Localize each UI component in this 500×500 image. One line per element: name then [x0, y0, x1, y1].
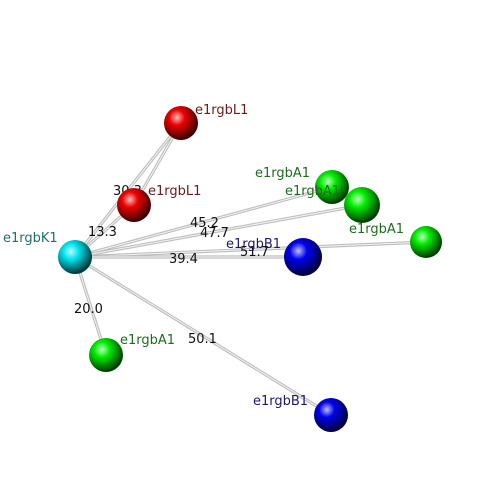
atom-label-l1a: e1rgbL1 [195, 103, 248, 118]
atom-sphere-a1c [410, 226, 442, 258]
distance-label: 51.7 [240, 245, 269, 260]
atom-label-b1a: e1rgbB1 [226, 237, 281, 252]
distance-label: 39.4 [169, 252, 198, 267]
atom-label-a1b: e1rgbA1 [285, 184, 340, 199]
bond-line-highlight [74, 204, 363, 258]
bond-lines [73, 122, 427, 417]
atom-label-k1: e1rgbK1 [3, 231, 58, 246]
atom-label-a1d: e1rgbA1 [120, 333, 175, 348]
atom-sphere-b1a [284, 238, 322, 276]
atom-sphere-l1a [164, 106, 198, 140]
atom-spheres [58, 106, 442, 432]
atom-sphere-a1b [344, 187, 380, 223]
bond-line-highlight [74, 186, 333, 258]
distance-labels: 13.345.247.751.739.420.050.130.3 [74, 184, 269, 347]
atom-label-a1a: e1rgbA1 [255, 166, 310, 181]
atom-sphere-b1b [314, 398, 348, 432]
distance-label: 47.7 [200, 226, 229, 241]
distance-label: 20.0 [74, 302, 103, 317]
bond-line-highlight [74, 256, 332, 416]
atom-label-l1b: e1rgbL1 [148, 184, 201, 199]
atom-labels: e1rgbK1 e1rgbL1 e1rgbL1 e1rgbA1 e1rgbA1 e1rgb… [3, 103, 404, 409]
atom-sphere-k1 [58, 240, 92, 274]
bond-line-highlight [74, 241, 427, 258]
atom-label-a1c: e1rgbA1 [349, 222, 404, 237]
distance-label: 13.3 [88, 225, 117, 240]
atom-sphere-l1b [117, 188, 151, 222]
atom-sphere-a1d [89, 338, 123, 372]
distance-label: 45.2 [190, 216, 219, 231]
distance-label: 50.1 [188, 332, 217, 347]
atom-sphere-a1a [315, 170, 349, 204]
bond-line-highlight [74, 256, 107, 356]
atom-label-b1b: e1rgbB1 [253, 394, 308, 409]
